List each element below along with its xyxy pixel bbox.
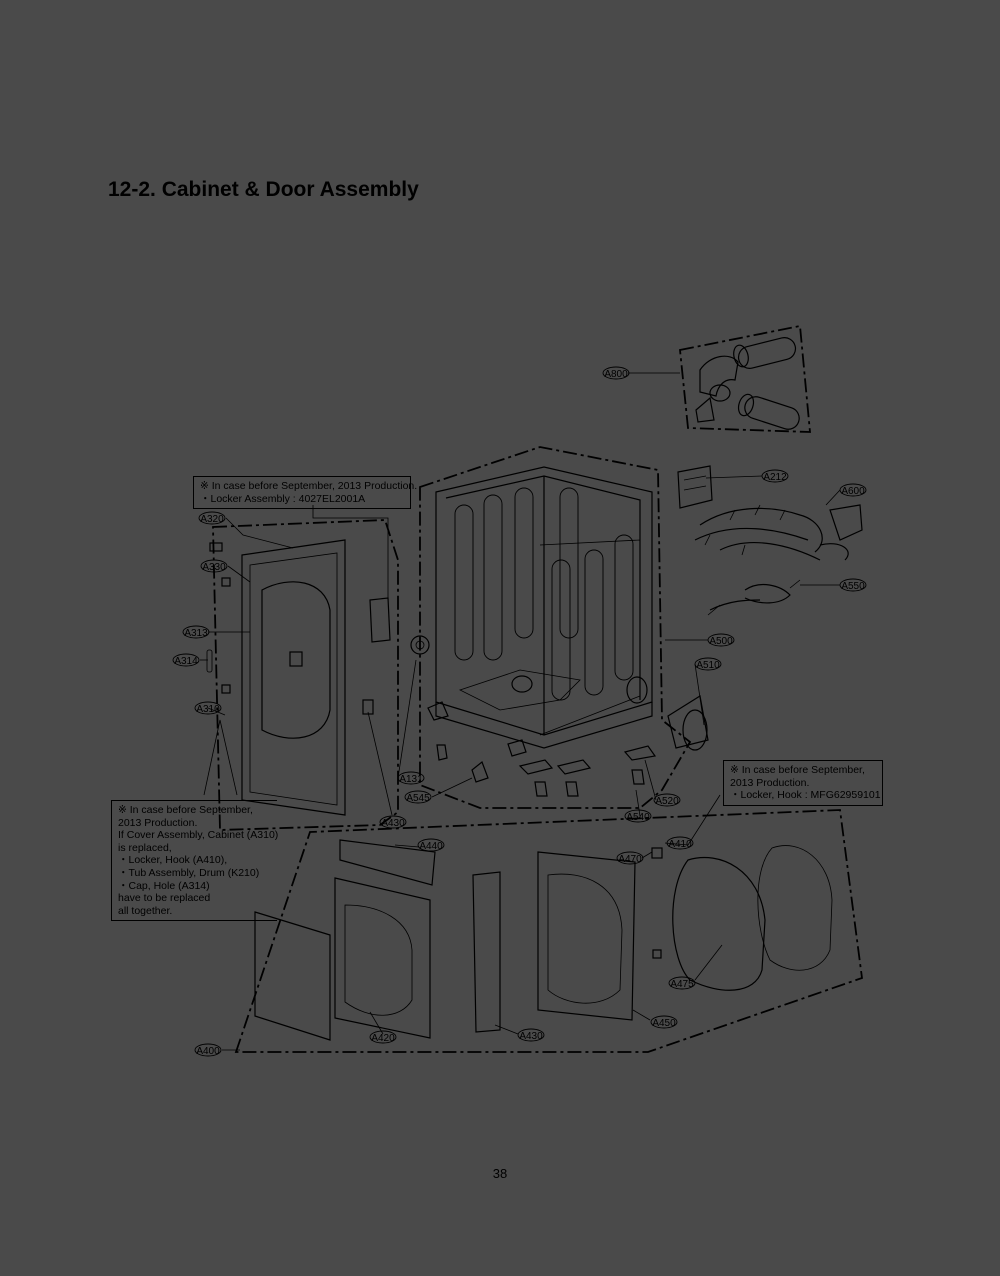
svg-text:A545: A545: [406, 793, 430, 804]
svg-text:A420: A420: [371, 1033, 395, 1044]
svg-text:A212: A212: [763, 472, 787, 483]
bearing-part: [410, 635, 430, 655]
duct-parts: [695, 337, 800, 430]
label-a510: A510: [694, 657, 722, 671]
svg-text:A400: A400: [196, 1046, 220, 1057]
label-a450: A450: [650, 1015, 678, 1029]
label-a600: A600: [839, 483, 867, 497]
front-panel-parts: [206, 539, 391, 816]
svg-text:A470: A470: [618, 854, 642, 865]
label-a212: A212: [761, 469, 789, 483]
label-a313: A313: [182, 625, 210, 639]
group-outline-duct: [679, 324, 811, 433]
label-a330: A330: [200, 559, 228, 573]
label-a430-top: A430: [379, 815, 407, 829]
label-a410: A410: [666, 836, 694, 850]
group-outline-door: [234, 809, 863, 1053]
label-a320: A320: [198, 511, 226, 525]
svg-text:A330: A330: [202, 562, 226, 573]
duct-elbow: [699, 355, 739, 397]
label-a131: A131: [397, 771, 425, 785]
label-a475: A475: [668, 976, 696, 990]
svg-text:A800: A800: [604, 369, 628, 380]
svg-text:A310: A310: [196, 704, 220, 715]
note-line: ※ In case before September, 2013 Product…: [200, 480, 418, 492]
door-parts: [254, 839, 833, 1041]
wire-harness-parts: [677, 465, 863, 616]
svg-text:A320: A320: [200, 514, 224, 525]
group-outline-front: [212, 519, 399, 831]
note-line: is replaced,: [118, 841, 172, 854]
note-line: ※ In case before September,: [118, 804, 253, 816]
label-a520: A520: [653, 793, 681, 807]
svg-text:A131: A131: [399, 774, 423, 785]
note-line: ・Locker, Hook : MFG62959101: [730, 789, 881, 802]
note-line: 2013 Production.: [118, 816, 198, 829]
note-line: ・Cap, Hole (A314): [118, 879, 210, 892]
svg-text:A550: A550: [841, 581, 865, 592]
note-locker-hook: ※ In case before September, 2013 Product…: [723, 760, 883, 806]
label-a800: A800: [602, 366, 630, 380]
cabinet-assembly: [410, 466, 653, 749]
label-a420: A420: [369, 1030, 397, 1044]
label-a500: A500: [707, 633, 735, 647]
page-title: 12-2. Cabinet & Door Assembly: [108, 178, 419, 201]
note-cover-assembly: ※ In case before September, 2013 Product…: [111, 800, 279, 922]
label-a545: A545: [404, 790, 432, 804]
note-line: have to be replaced: [118, 892, 211, 905]
feet-parts: [427, 695, 709, 797]
note-line: ※ In case before September,: [730, 764, 865, 776]
svg-text:A440: A440: [419, 841, 443, 852]
label-a400: A400: [194, 1043, 222, 1057]
label-a550: A550: [839, 578, 867, 592]
svg-text:A314: A314: [174, 656, 198, 667]
svg-text:A520: A520: [655, 796, 679, 807]
svg-text:A410: A410: [668, 839, 692, 850]
svg-text:A540: A540: [626, 812, 650, 823]
note-line: ・Locker Assembly : 4027EL2001A: [200, 492, 366, 505]
label-a470: A470: [616, 851, 644, 865]
note-line: ・Locker, Hook (A410),: [118, 854, 228, 867]
duct-clamp: [695, 396, 715, 423]
part-labels: A800 A212 A600 A550 A500 A510 A320 A330 …: [172, 366, 867, 1057]
svg-text:A430: A430: [519, 1031, 543, 1042]
note-locker-assembly: ※ In case before September, 2013 Product…: [193, 476, 418, 510]
duct-pipe-upper: [737, 337, 797, 369]
svg-text:A510: A510: [696, 660, 720, 671]
label-a430-bottom: A430: [517, 1028, 545, 1042]
group-outline-cabinet: [419, 446, 692, 809]
note-line: 2013 Production.: [730, 776, 810, 789]
note-line: ・Tub Assembly, Drum (K210): [118, 866, 260, 879]
label-a310: A310: [194, 701, 222, 715]
svg-text:A313: A313: [184, 628, 208, 639]
svg-text:A475: A475: [670, 979, 694, 990]
leader-lines: [200, 372, 841, 1051]
svg-text:A430: A430: [381, 818, 405, 829]
note-line: all together.: [118, 904, 173, 917]
note-line: If Cover Assembly, Cabinet (A310): [118, 829, 279, 842]
label-a540: A540: [624, 809, 652, 823]
label-a314: A314: [172, 653, 200, 667]
svg-text:A450: A450: [652, 1018, 676, 1029]
svg-text:A500: A500: [709, 636, 733, 647]
svg-text:A600: A600: [841, 486, 865, 497]
page-number: 38: [492, 1166, 508, 1181]
label-a440: A440: [417, 838, 445, 852]
duct-pipe-lower: [744, 396, 800, 430]
